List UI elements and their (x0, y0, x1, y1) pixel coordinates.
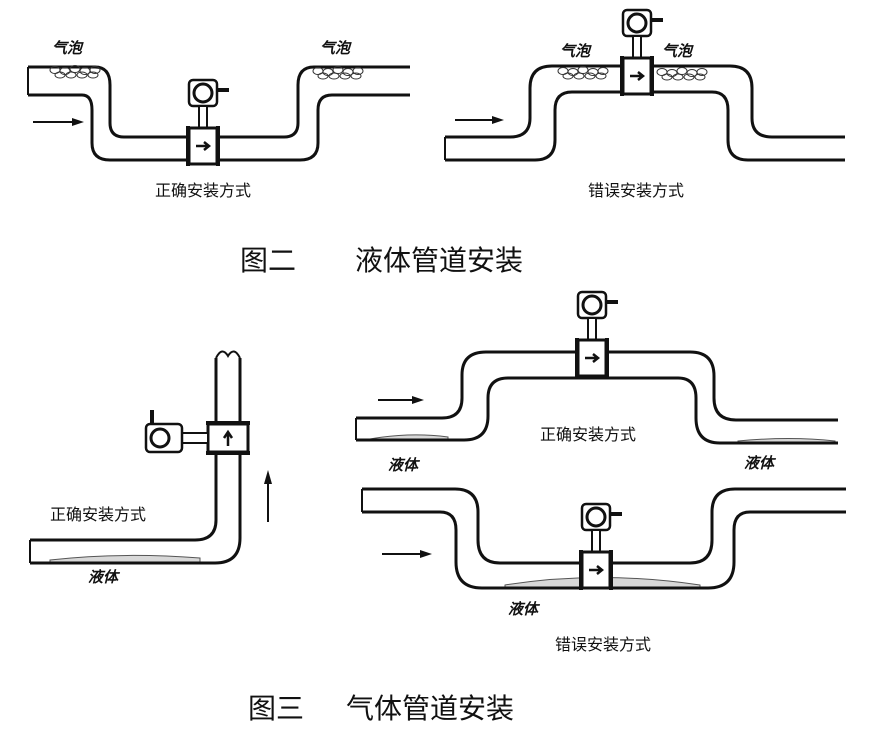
bubbles-icon (656, 67, 708, 81)
bubbles-label: 气泡 (320, 39, 352, 57)
flowmeter-icon (577, 502, 624, 592)
flow-arrow-icon (382, 550, 432, 558)
flow-arrow-icon (378, 396, 424, 404)
wrong-install-caption: 错误安装方式 (588, 181, 684, 200)
correct-install-caption: 正确安装方式 (540, 425, 636, 444)
bubbles-icon (557, 66, 609, 80)
bubbles-label: 气泡 (662, 42, 694, 60)
flow-arrow-icon (455, 116, 504, 124)
wrong-install-caption: 错误安装方式 (555, 635, 651, 654)
liquid-label: 液体 (88, 568, 121, 586)
fig3-wrong-diagram: 液体 错误安装方式 (361, 487, 846, 654)
figure2-title: 液体管道安装 (355, 244, 523, 277)
figure3-number: 图三 (248, 692, 304, 725)
figure2-number: 图二 (240, 244, 296, 277)
flow-arrow-icon (33, 118, 84, 126)
fig3-vertical-diagram: 正确安装方式 液体 (29, 350, 272, 586)
bubbles-label: 气泡 (52, 39, 84, 57)
correct-install-caption: 正确安装方式 (50, 505, 146, 524)
fig2-wrong-diagram: 气泡 气泡 错误安装方式 (444, 8, 845, 200)
liquid-label: 液体 (508, 600, 541, 618)
fig3-correct-diagram: 正确安装方式 液体 液体 (355, 290, 838, 474)
liquid-label: 液体 (388, 456, 421, 474)
bubbles-label: 气泡 (560, 42, 592, 60)
up-flow-arrow-icon (264, 470, 272, 522)
correct-install-caption: 正确安装方式 (155, 181, 251, 200)
flowmeter-icon (618, 8, 665, 98)
fig2-correct-diagram: 气泡 气泡 正确安装方式 (27, 39, 410, 200)
figure3-title: 气体管道安装 (346, 692, 514, 725)
liquid-label: 液体 (744, 454, 777, 472)
flowmeter-icon (144, 410, 250, 455)
flowmeter-icon (573, 290, 620, 380)
fig3-vertical-pipe (29, 350, 242, 565)
flowmeter-icon (184, 78, 231, 168)
